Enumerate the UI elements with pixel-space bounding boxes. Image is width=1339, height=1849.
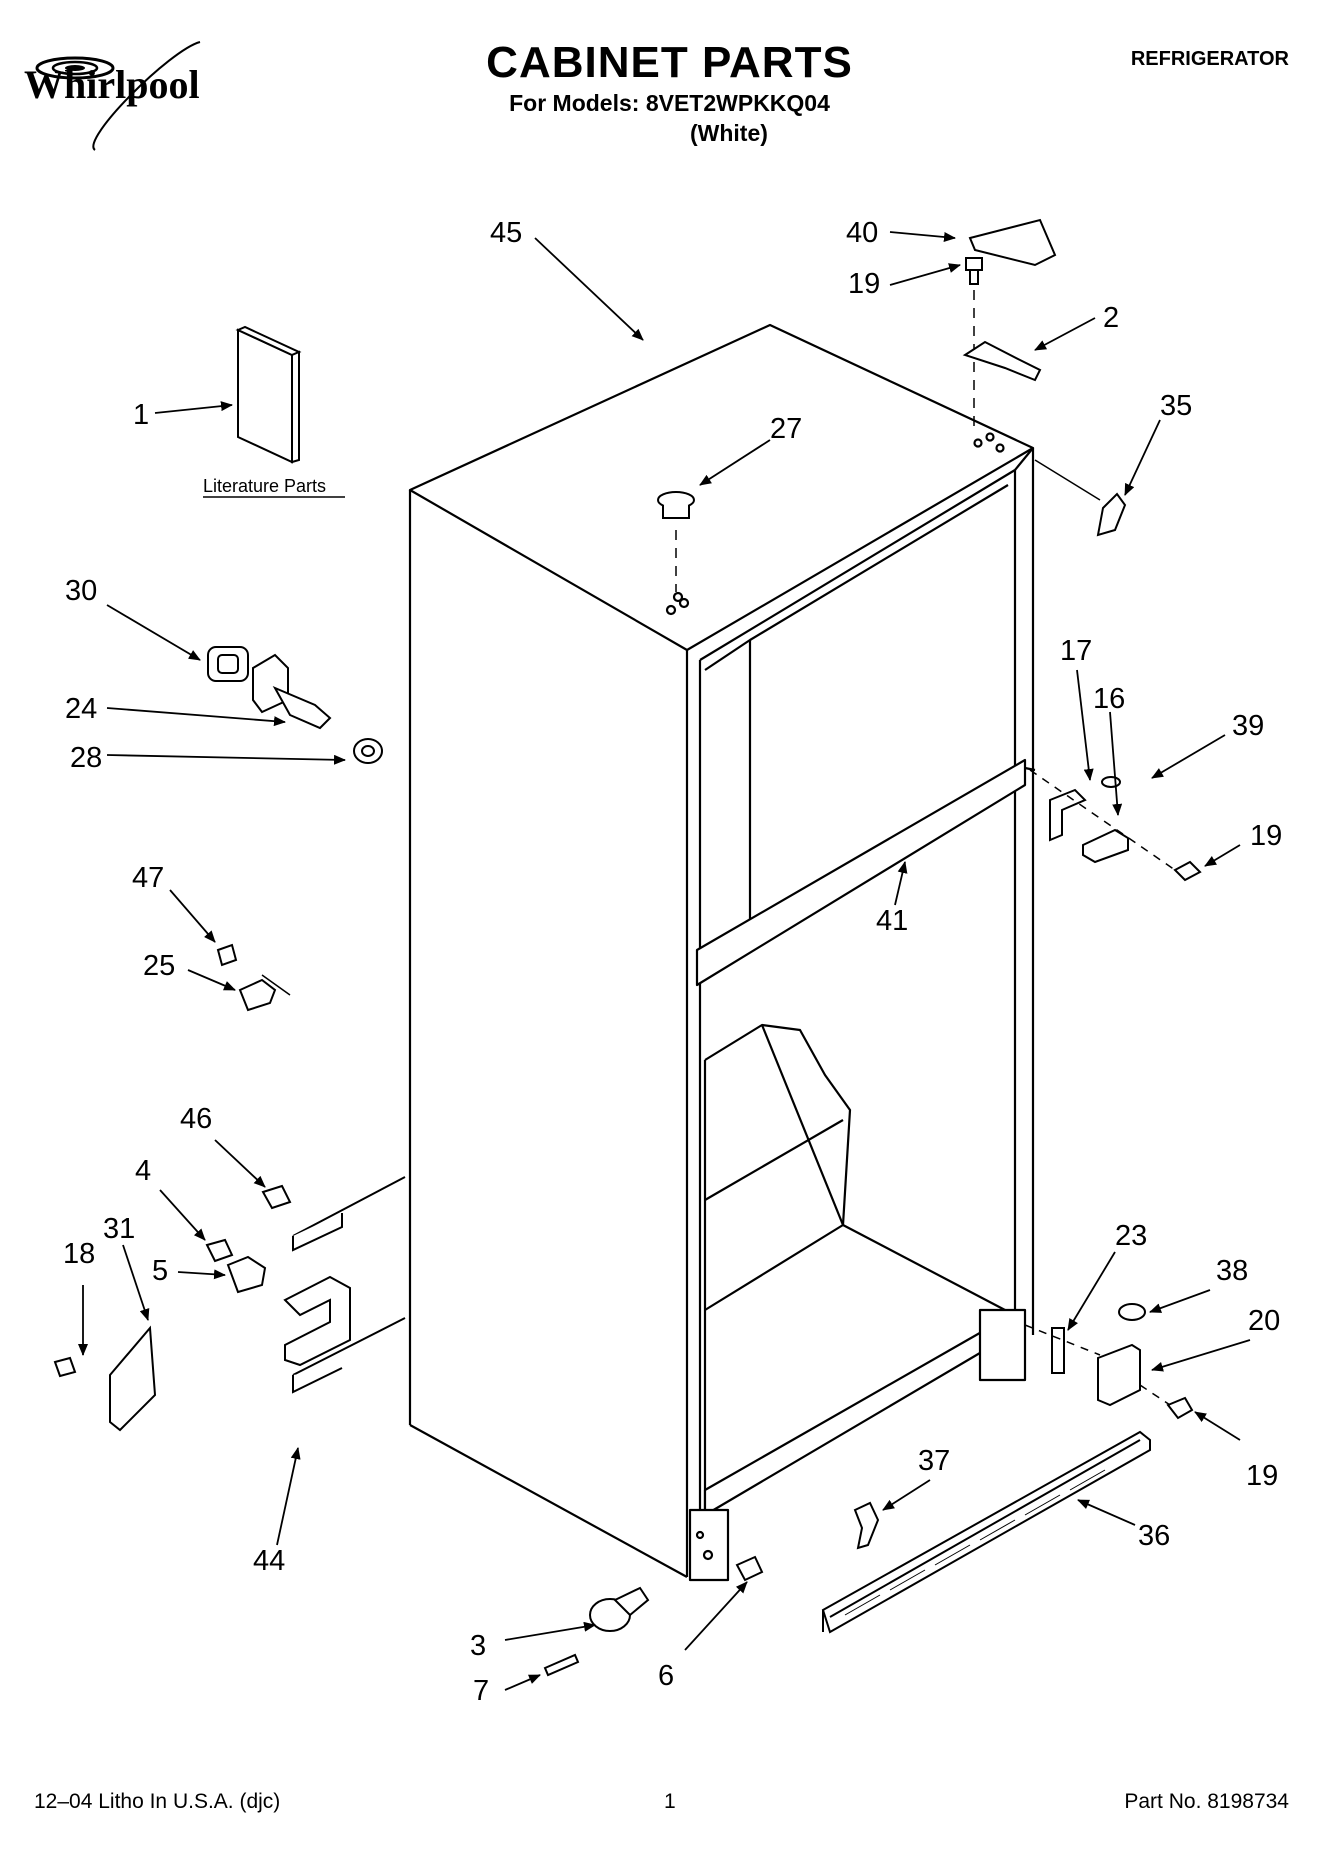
literature-parts-book [235,325,302,464]
leveling-leg-assembly [543,1555,764,1677]
appliance-type: REFRIGERATOR [1130,48,1289,70]
litho-note: 12–04 Litho In U.S.A. (djc) [34,1790,281,1813]
callout-44: 44 [253,1545,285,1577]
callout-38: 38 [1216,1255,1248,1287]
grille-slots [844,1469,1106,1616]
page-number: 1 [664,1790,676,1813]
callout-17: 17 [1060,635,1092,667]
callout-27: 27 [770,413,802,445]
access-cover [53,1325,157,1432]
callout-numbers: 45 40 19 2 35 1 27 30 24 28 17 16 39 19 … [63,217,1282,1707]
callout-19-mid: 19 [1250,820,1282,852]
whirlpool-logo: Whirlpool [20,40,270,160]
callout-18: 18 [63,1238,95,1270]
callout-19-bottom: 19 [1246,1460,1278,1492]
callout-20: 20 [1248,1305,1280,1337]
callout-leaders [78,231,1251,1691]
callout-36: 36 [1138,1520,1170,1552]
part-number: Part No. 8198734 [1124,1790,1289,1813]
callout-40: 40 [846,217,878,249]
callout-31: 31 [103,1213,135,1245]
callout-6: 6 [658,1660,674,1692]
hinge-screw [965,257,983,285]
callout-4: 4 [135,1155,151,1187]
callout-3: 3 [470,1630,486,1662]
callout-16: 16 [1093,683,1125,715]
callout-37: 37 [918,1445,950,1477]
callout-45: 45 [490,217,522,249]
callout-1: 1 [133,399,149,431]
center-hinge-assembly [1049,776,1202,882]
brand-wordmark: Whirlpool [24,62,200,107]
callout-41: 41 [876,905,908,937]
callout-19-top: 19 [848,268,880,300]
hinge-cover [968,218,1057,267]
grille-clip [853,1501,880,1550]
cabinet [408,323,1036,1582]
literature-label: Literature Parts [203,476,326,496]
callout-5: 5 [152,1255,168,1287]
callout-47: 47 [132,862,164,894]
color-variant: (White) [690,120,768,146]
clamp-and-screw [216,943,277,1012]
lower-hinge-assembly [1051,1303,1194,1420]
callout-23: 23 [1115,1220,1147,1252]
page-title: CABINET PARTS [486,38,853,87]
callout-39: 39 [1232,710,1264,742]
callout-28: 28 [70,742,102,774]
door-stop-assembly [207,646,383,764]
callout-25: 25 [143,950,175,982]
hinge-trim [1096,492,1127,537]
callout-30: 30 [65,575,97,607]
top-plug [657,491,695,519]
callout-24: 24 [65,693,97,725]
top-hinge [962,340,1042,382]
hinge-bracket-parts [205,1184,292,1294]
models-line: For Models: 8VET2WPKKQ04 [509,90,830,116]
rear-panel-bracket [283,1176,406,1394]
callout-46: 46 [180,1103,212,1135]
callout-2: 2 [1103,302,1119,334]
callout-35: 35 [1160,390,1192,422]
callout-7: 7 [473,1675,489,1707]
